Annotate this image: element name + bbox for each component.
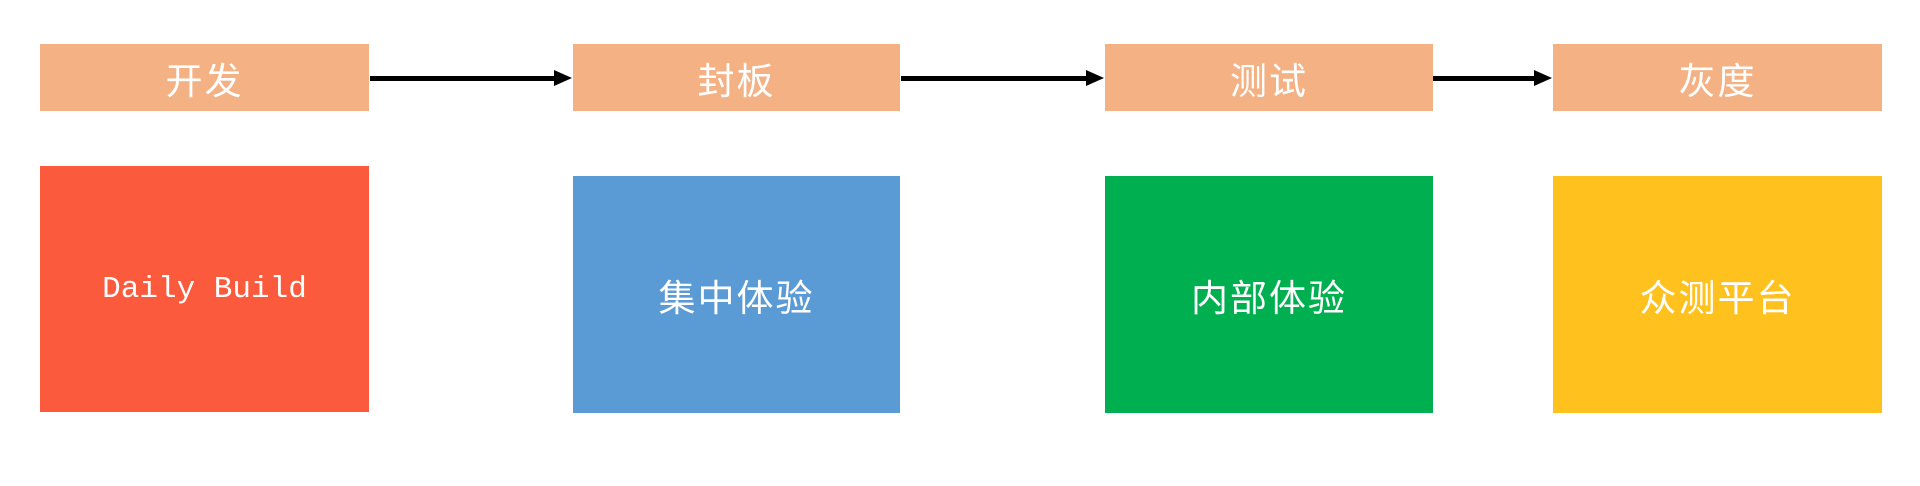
channel-label-crowdtest-platform: 众测平台: [1639, 278, 1796, 320]
arrow-shaft: [1433, 75, 1534, 81]
channel-label-centralized-experience: 集中体验: [658, 278, 815, 320]
channel-label-internal-experience: 内部体验: [1191, 278, 1347, 320]
arrow-shaft: [901, 75, 1086, 81]
channel-box-internal-experience: 内部体验: [1105, 176, 1433, 413]
flow-arrow-freeze-to-test: [901, 70, 1104, 86]
arrow-right-icon: [1086, 70, 1104, 86]
arrow-right-icon: [1534, 70, 1552, 86]
stage-bar-dev: 开发: [40, 44, 369, 111]
stage-bar-test: 测试: [1105, 44, 1433, 111]
stage-bar-gray-release: 灰度: [1553, 44, 1882, 111]
channel-box-centralized-experience: 集中体验: [573, 176, 900, 413]
stage-label-freeze: 封板: [697, 61, 776, 103]
stage-label-test: 测试: [1230, 61, 1308, 103]
arrow-shaft: [370, 75, 554, 81]
stage-label-gray-release: 灰度: [1678, 61, 1757, 103]
channel-box-daily-build: Daily Build: [40, 166, 369, 412]
stage-label-dev: 开发: [165, 61, 244, 103]
stage-bar-freeze: 封板: [573, 44, 900, 111]
channel-label-daily-build: Daily Build: [102, 271, 307, 307]
flow-arrow-dev-to-freeze: [370, 70, 572, 86]
channel-box-crowdtest-platform: 众测平台: [1553, 176, 1882, 413]
flow-arrow-test-to-gray: [1433, 70, 1552, 86]
arrow-right-icon: [554, 70, 572, 86]
